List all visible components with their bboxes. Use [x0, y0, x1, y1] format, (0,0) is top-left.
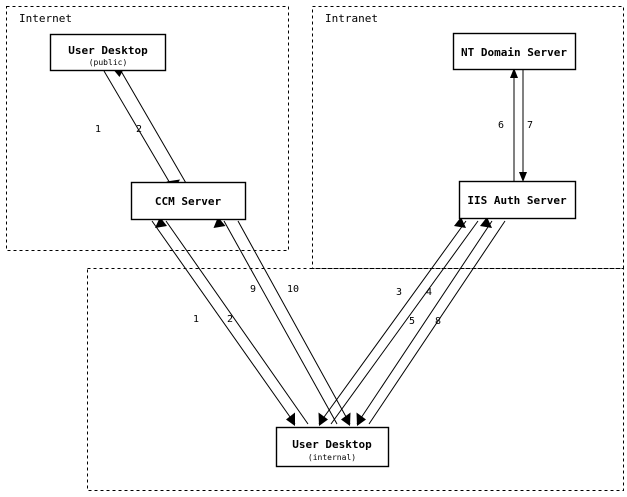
- node-ccm-server-title: CCM Server: [155, 195, 222, 208]
- node-user-desktop-public-subtitle: (public): [89, 58, 128, 67]
- flow-line-step-8: [368, 220, 506, 425]
- step-label-2-internal: 2: [227, 314, 233, 325]
- step-label-7: 7: [527, 120, 533, 131]
- flow-line-step-9: [223, 220, 338, 425]
- flow-line-step-5: [356, 220, 493, 425]
- zone-internet-label: Internet: [19, 12, 72, 25]
- node-nt-domain-server[interactable]: NT Domain Server: [452, 32, 577, 71]
- flow-line-step-4: [330, 220, 479, 425]
- node-user-desktop-public-title: User Desktop: [68, 44, 148, 57]
- step-label-8: 8: [435, 316, 441, 327]
- flow-line-step-2: [120, 70, 191, 191]
- flow-line-step-3: [318, 220, 467, 425]
- node-user-desktop-internal[interactable]: User Desktop (internal): [275, 426, 390, 468]
- step-label-1-internal: 1: [193, 314, 199, 325]
- arrow-head-step-3: [454, 217, 466, 228]
- zone-internal-border: [87, 268, 624, 491]
- arrow-head-step-7: [519, 172, 527, 182]
- flow-line-step-1: [103, 70, 175, 191]
- node-iis-auth-server-box[interactable]: [458, 180, 577, 220]
- node-nt-domain-server-box[interactable]: [452, 32, 577, 71]
- flow-internal-desktop-iis-b: [356, 217, 506, 426]
- flow-public-desktop-ccm: [103, 65, 191, 191]
- node-iis-auth-server-title: IIS Auth Server: [467, 194, 567, 207]
- node-ccm-server-box[interactable]: [130, 181, 247, 221]
- zone-internet-border: [6, 6, 289, 251]
- step-label-10: 10: [287, 284, 299, 295]
- flow-line-step-1-lower: [151, 220, 296, 425]
- node-iis-auth-server[interactable]: IIS Auth Server: [458, 180, 577, 220]
- zone-internet: Internet: [6, 6, 289, 251]
- arrow-head-step-4: [318, 412, 328, 426]
- zone-internal: [87, 268, 624, 491]
- flow-line-step-10: [237, 220, 351, 425]
- flow-internal-desktop-iis-a: [318, 217, 479, 426]
- arrow-head-step-6: [510, 68, 518, 78]
- zone-intranet-label: Intranet: [325, 12, 378, 25]
- node-user-desktop-internal-box[interactable]: [275, 426, 390, 468]
- node-user-desktop-internal-subtitle: (internal): [308, 453, 356, 462]
- step-label-4: 4: [426, 287, 432, 298]
- step-label-5: 5: [409, 316, 415, 327]
- step-label-2-public: 2: [136, 124, 142, 135]
- flow-internal-desktop-ccm-b: [213, 217, 351, 426]
- step-label-6: 6: [498, 120, 504, 131]
- node-user-desktop-internal-title: User Desktop: [292, 438, 372, 451]
- arrow-head-step-8: [356, 412, 366, 426]
- step-label-3: 3: [396, 287, 402, 298]
- arrow-head-step-2-lower: [155, 217, 167, 228]
- node-ccm-server[interactable]: CCM Server: [130, 181, 247, 221]
- arrow-head-step-1-lower: [286, 412, 295, 426]
- step-label-1-public: 1: [95, 124, 101, 135]
- flow-ccm-internal-desktop-a: [151, 217, 309, 426]
- flow-iis-nt-domain: [510, 68, 527, 182]
- node-user-desktop-public-box[interactable]: [49, 33, 167, 72]
- arrow-head-step-5: [480, 217, 492, 228]
- node-nt-domain-server-title: NT Domain Server: [461, 46, 567, 59]
- node-user-desktop-public[interactable]: User Desktop (public): [49, 33, 167, 72]
- flow-line-step-2-lower: [165, 220, 309, 425]
- arrow-head-step-10: [341, 412, 351, 426]
- step-labels: 1 2 6 7 9 10 1 2 3 4 5 8: [95, 120, 533, 327]
- arrow-head-step-9: [213, 217, 226, 228]
- step-label-9: 9: [250, 284, 256, 295]
